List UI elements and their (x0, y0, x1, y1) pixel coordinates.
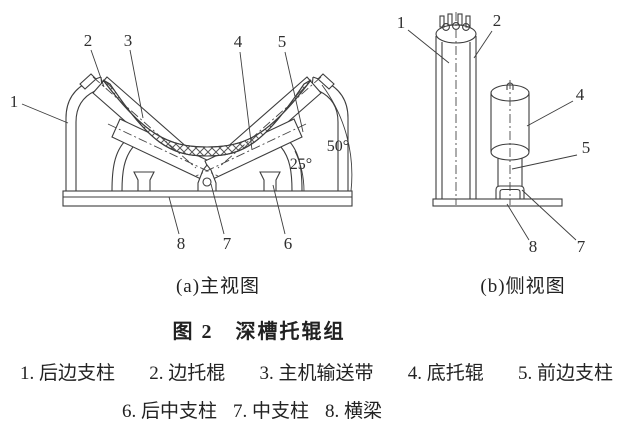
legend-item-8: 8. 横梁 (325, 401, 383, 422)
front-leader-lines (21, 49, 304, 235)
cross-beam (62, 190, 353, 207)
side-view-caption: (b)侧视图 (480, 276, 566, 297)
side-view-labels: 1 2 4 5 8 7 (397, 11, 591, 256)
side-label-4: 4 (576, 85, 585, 104)
side-view (407, 12, 578, 241)
angle-label-25: 25° (290, 156, 312, 173)
front-view-caption: (a)主视图 (175, 276, 261, 297)
technical-drawing: 1 2 3 4 5 8 7 6 50° 25° (10, 11, 591, 256)
side-label-7: 7 (577, 237, 586, 256)
front-label-8: 8 (177, 234, 186, 253)
side-label-8: 8 (529, 237, 538, 256)
legend-item-4: 4. 底托辊 (407, 363, 484, 384)
axle-tabs (79, 73, 335, 90)
side-label-1: 1 (397, 13, 406, 32)
legend-item-2: 2. 边托棍 (149, 363, 226, 384)
legend-line-2: 6. 后中支柱 7. 中支柱 8. 横梁 (0, 396, 504, 423)
legend-item-3: 3. 主机输送带 (259, 363, 374, 384)
front-label-2: 2 (84, 31, 93, 50)
roller-axes (92, 76, 322, 177)
front-view (21, 49, 353, 235)
front-label-5: 5 (278, 32, 287, 51)
front-label-4: 4 (234, 32, 243, 51)
front-label-3: 3 (124, 31, 133, 50)
base-plate (432, 198, 563, 207)
front-view-labels: 1 2 3 4 5 8 7 6 50° 25° (10, 31, 349, 253)
conveyor-belt-hatch (102, 79, 312, 157)
legend-item-7: 7. 中支柱 (232, 401, 309, 422)
front-label-6: 6 (284, 234, 293, 253)
legend-item-1: 1. 后边支柱 (20, 363, 116, 384)
figure-title: 图 2 深槽托辊组 (172, 321, 346, 343)
side-view-centerlines (455, 12, 511, 205)
side-label-2: 2 (493, 11, 502, 30)
front-label-7: 7 (223, 234, 232, 253)
legend-item-5: 5. 前边支柱 (517, 363, 613, 384)
middle-support-posts (133, 171, 281, 192)
side-label-5: 5 (582, 138, 591, 157)
side-leader-lines (407, 29, 578, 241)
front-label-1: 1 (10, 92, 19, 111)
legend-item-6: 6. 后中支柱 (121, 401, 217, 422)
legend-line-1: 1. 后边支柱 2. 边托棍 3. 主机输送带 4. 底托辊 5. 前边支柱 (0, 358, 629, 385)
angle-label-50: 50° (327, 138, 349, 155)
angle-arcs (294, 84, 353, 192)
